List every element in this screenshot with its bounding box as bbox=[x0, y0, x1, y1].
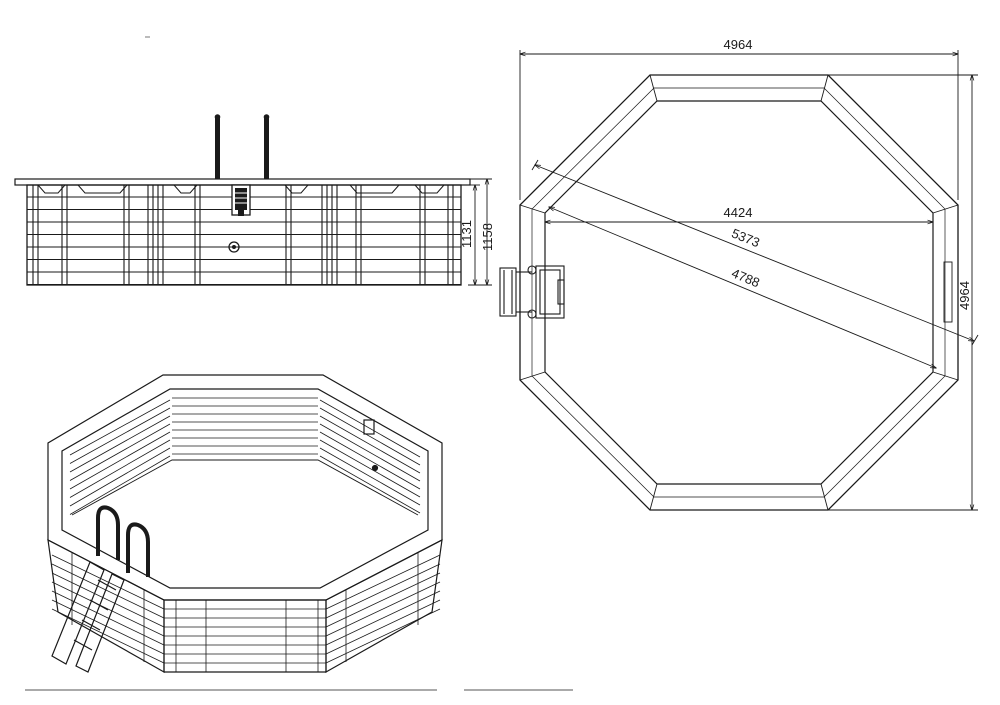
side-elevation-view: 1131 1158 bbox=[14, 114, 495, 286]
iso-front-left-plank bbox=[51, 590, 165, 646]
iso-handrail-left bbox=[96, 505, 120, 560]
outer-diagonal-dimension bbox=[531, 159, 979, 346]
iso-right-plank bbox=[319, 415, 421, 474]
coping-strip bbox=[14, 178, 471, 186]
iso-right-plank bbox=[319, 447, 421, 506]
inner-width-label: 4424 bbox=[724, 205, 753, 220]
inner-diagonal-label: 4788 bbox=[729, 265, 761, 290]
iso-front-right-plank bbox=[325, 563, 441, 619]
depth-dimension bbox=[828, 75, 978, 510]
iso-left-plank bbox=[69, 407, 171, 464]
iso-right-plank bbox=[319, 407, 421, 466]
iso-front-right-plank bbox=[325, 599, 441, 655]
skimmer bbox=[231, 184, 251, 216]
iso-left-plank bbox=[69, 415, 171, 473]
iso-front-right-plank bbox=[325, 590, 441, 646]
iso-left-plank bbox=[69, 439, 171, 498]
iso-right-plank bbox=[319, 399, 421, 458]
iso-right-plank bbox=[319, 455, 421, 514]
handrail-left bbox=[214, 114, 221, 179]
iso-right-plank bbox=[319, 431, 421, 490]
iso-handrail-right bbox=[126, 522, 150, 577]
width-dimension bbox=[520, 50, 958, 200]
iso-rim-outer bbox=[47, 374, 443, 601]
iso-front-right-plank bbox=[325, 581, 441, 637]
iso-rim-inner bbox=[61, 388, 429, 589]
iso-front-left-plank bbox=[51, 581, 165, 637]
iso-left-plank bbox=[69, 399, 171, 456]
return-nozzle bbox=[228, 241, 240, 253]
iso-right-plank bbox=[319, 439, 421, 498]
width-label: 4964 bbox=[724, 37, 753, 52]
iso-front-left-plank bbox=[51, 563, 165, 619]
iso-floor-edge bbox=[71, 459, 419, 516]
iso-back-wall-planks bbox=[172, 397, 318, 455]
iso-left-plank bbox=[69, 423, 171, 481]
depth-label: 4964 bbox=[957, 281, 972, 310]
iso-front-right-plank bbox=[325, 554, 441, 610]
height-outer-label: 1158 bbox=[480, 223, 495, 251]
iso-front-left-plank bbox=[51, 599, 165, 655]
handrail-right bbox=[263, 114, 270, 179]
iso-right-plank bbox=[319, 423, 421, 482]
plan-corner-joints bbox=[519, 74, 959, 511]
height-inner-label: 1131 bbox=[459, 220, 474, 248]
plan-coping-line bbox=[531, 87, 946, 498]
iso-front-left-plank bbox=[51, 572, 165, 628]
iso-outside-ladder bbox=[51, 561, 125, 673]
plan-outer-octagon bbox=[519, 74, 959, 511]
iso-left-wall-planks bbox=[69, 399, 171, 515]
wall-posts bbox=[32, 185, 454, 285]
iso-skimmer bbox=[363, 419, 375, 435]
iso-nozzle bbox=[371, 464, 379, 472]
iso-left-plank bbox=[69, 455, 171, 515]
outer-diagonal-label: 5373 bbox=[729, 225, 761, 250]
iso-left-plank bbox=[69, 447, 171, 507]
iso-front-right-plank bbox=[325, 572, 441, 628]
iso-right-wall-planks bbox=[319, 399, 421, 514]
iso-front-right-wall bbox=[325, 538, 443, 674]
top-plan-view: 4964 4964 4424 5373 4788 bbox=[499, 37, 979, 511]
iso-front-right-plank bbox=[325, 608, 441, 664]
iso-front-left-plank bbox=[51, 608, 165, 664]
iso-front-left-plank bbox=[51, 554, 165, 610]
isometric-view bbox=[47, 374, 443, 674]
plan-inner-octagon bbox=[544, 100, 934, 485]
iso-outer-wall-planks bbox=[51, 553, 441, 672]
inner-diagonal-dimension bbox=[549, 207, 936, 368]
iso-left-plank bbox=[69, 431, 171, 490]
height-dimension-lines bbox=[468, 179, 492, 285]
